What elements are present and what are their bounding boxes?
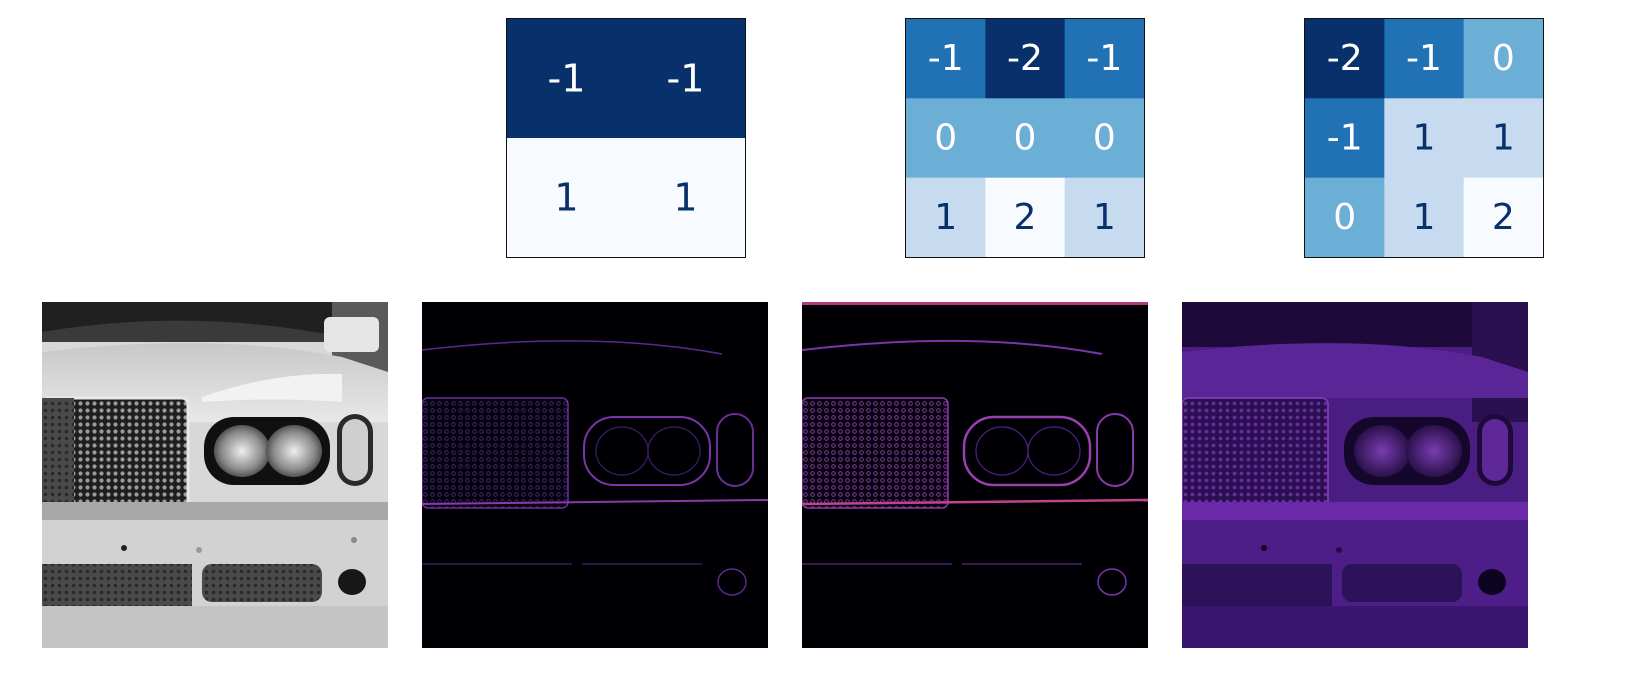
kernel-3-cell-r0-c1 [1384, 19, 1465, 99]
kernel-2-label-r1-c2: 0 [1093, 118, 1116, 159]
kernel-1-cell-r0-c1 [626, 19, 745, 139]
kernel-2-cell-r0-c0 [906, 19, 986, 99]
kernel-3-cell-r2-c2 [1463, 177, 1543, 257]
kernel-3-cell-r2-c1 [1384, 177, 1465, 257]
filtered-image-2 [802, 302, 1148, 648]
edge-map-3 [1182, 302, 1528, 648]
kernel-1-label-r1-c1: 1 [673, 176, 697, 220]
car-photo-gray [42, 302, 388, 648]
kernel-2-label-r1-c0: 0 [934, 118, 957, 159]
edge-map-2 [802, 302, 1148, 648]
kernel-2-label-r2-c0: 1 [934, 197, 957, 238]
kernel-2-cell-r2-c2 [1064, 177, 1144, 257]
kernel-heatmap-2: -1 -2 -1 0 0 0 1 2 1 [905, 18, 1145, 258]
kernel-3-label-r2-c0: 0 [1333, 197, 1356, 238]
kernel-1-cell-r1-c1 [626, 138, 745, 257]
original-car-image [42, 302, 388, 648]
kernel-2-cell-r2-c0 [906, 177, 986, 257]
kernel-3-cell-r0-c2 [1463, 19, 1543, 99]
kernel-2-cell-r2-c1 [985, 177, 1066, 257]
kernel-2-cell-r1-c0 [906, 98, 986, 179]
kernel-3-label-r1-c0: -1 [1327, 118, 1363, 159]
kernel-3-label-r0-c1: -1 [1406, 38, 1442, 79]
kernel-2-cell-r1-c2 [1064, 98, 1144, 179]
kernel-2-cell-r0-c1 [985, 19, 1066, 99]
kernel-3-label-r1-c2: 1 [1492, 118, 1515, 159]
kernel-1-cell-r0-c0 [507, 19, 627, 139]
edge-map-1 [422, 302, 768, 648]
kernel-1-cell-r1-c0 [507, 138, 627, 257]
kernel-2-label-r0-c1: -2 [1007, 38, 1043, 79]
kernel-3-cell-r1-c1 [1384, 98, 1465, 179]
kernel-2-label-r0-c2: -1 [1086, 38, 1122, 79]
kernel-heatmap-1: -1 -1 1 1 [506, 18, 746, 258]
kernel-3-label-r1-c1: 1 [1413, 118, 1436, 159]
kernel-2-label-r0-c0: -1 [928, 38, 964, 79]
kernel-3-label-r0-c0: -2 [1327, 38, 1363, 79]
filtered-image-1 [422, 302, 768, 648]
kernel-3-cell-r0-c0 [1305, 19, 1385, 99]
kernel-2-cell-r0-c2 [1064, 19, 1144, 99]
kernel-3-cell-r1-c0 [1305, 98, 1385, 179]
kernel-1-svg: -1 -1 1 1 [507, 19, 745, 257]
kernel-3-label-r0-c2: 0 [1492, 38, 1515, 79]
kernel-2-label-r1-c1: 0 [1014, 118, 1037, 159]
kernel-1-label-r0-c0: -1 [548, 57, 586, 101]
kernel-3-svg: -2 -1 0 -1 1 1 0 1 2 [1305, 19, 1543, 257]
kernel-3-label-r2-c1: 1 [1413, 197, 1436, 238]
kernel-3-label-r2-c2: 2 [1492, 197, 1515, 238]
kernel-2-svg: -1 -2 -1 0 0 0 1 2 1 [906, 19, 1144, 257]
kernel-heatmap-3: -2 -1 0 -1 1 1 0 1 2 [1304, 18, 1544, 258]
kernel-3-cell-r2-c0 [1305, 177, 1385, 257]
kernel-2-cell-r1-c1 [985, 98, 1066, 179]
filtered-image-3 [1182, 302, 1528, 648]
kernel-2-label-r2-c2: 1 [1093, 197, 1116, 238]
kernel-1-label-r1-c0: 1 [554, 176, 578, 220]
kernel-1-label-r0-c1: -1 [667, 57, 705, 101]
kernel-3-cell-r1-c2 [1463, 98, 1543, 179]
kernel-2-label-r2-c1: 2 [1014, 197, 1037, 238]
